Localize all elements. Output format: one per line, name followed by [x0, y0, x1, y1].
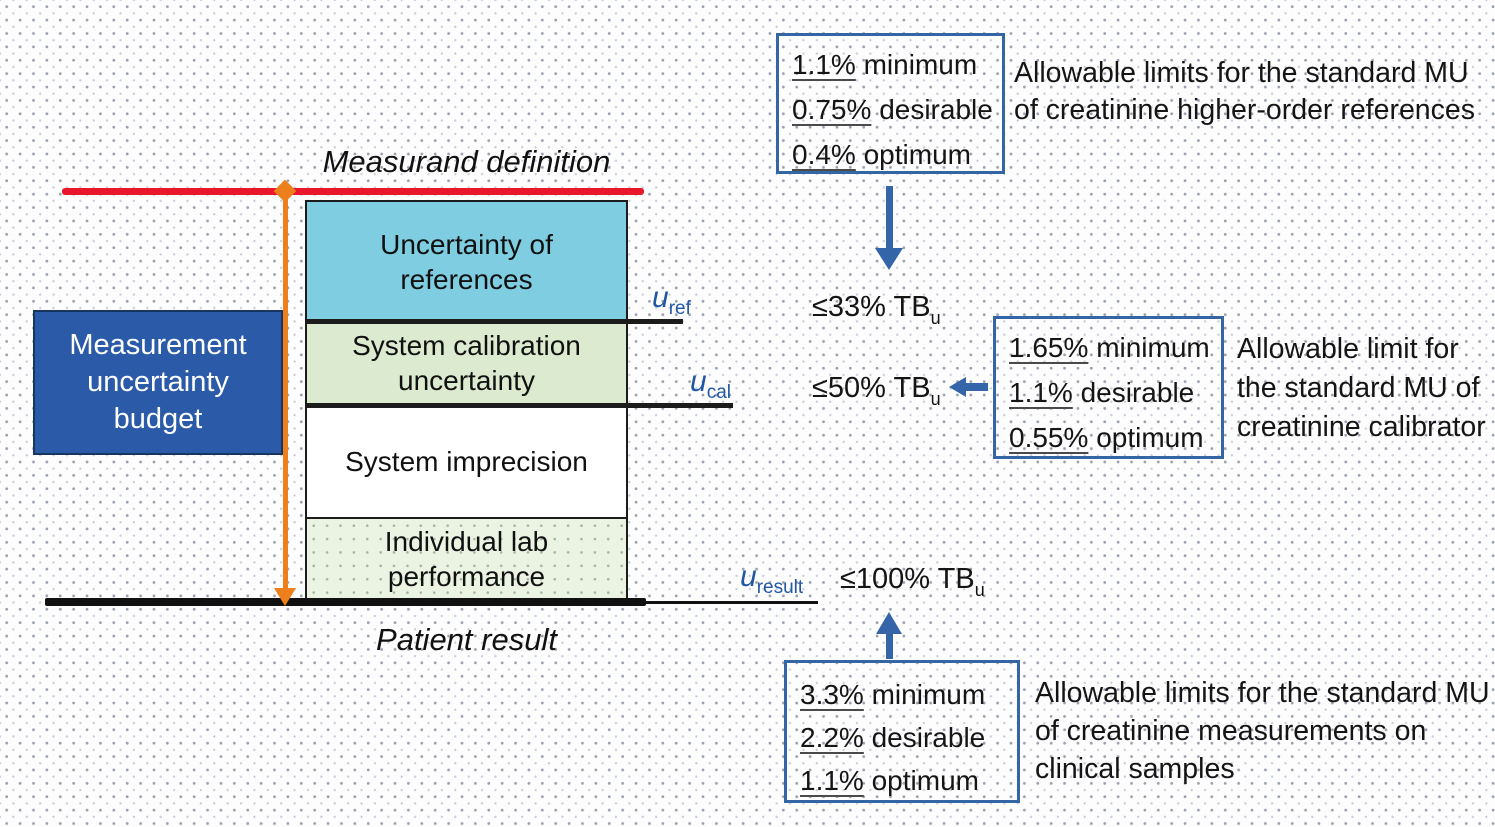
measurand-line	[62, 188, 644, 195]
lab-line-1: Individual lab	[384, 526, 549, 557]
budget-line-2: uncertainty	[87, 366, 229, 398]
budget-span-arrow	[283, 193, 288, 592]
tb-limit-ref: ≤33% TBu	[812, 291, 941, 328]
limit-row: 0.75% desirable	[792, 94, 993, 125]
references-limits-box: 1.1% minimum 0.75% desirable 0.4% optimu…	[776, 33, 1005, 174]
uncertainty-stack: Uncertainty of references System calibra…	[305, 200, 628, 601]
patient-result-line	[45, 598, 646, 606]
references-line-1: Uncertainty of	[380, 228, 553, 260]
calibration-line-2: uncertainty	[398, 365, 535, 396]
budget-line-3: budget	[113, 403, 203, 435]
limit-row: 1.1% minimum	[792, 49, 978, 80]
individual-lab-performance-box: Individual lab performance	[307, 517, 626, 599]
references-annotation: Allowable limits for the standard MU of …	[1014, 57, 1475, 126]
tb-limit-result: ≤100% TBu	[840, 563, 985, 600]
tb-limit-cal: ≤50% TBu	[812, 372, 941, 409]
imprecision-line-1: System imprecision	[345, 445, 588, 477]
calibrator-limits-box: 1.65% minimum 1.1% desirable 0.55% optim…	[993, 316, 1224, 459]
down-arrow	[886, 186, 893, 248]
limit-row: 1.1% optimum	[800, 765, 979, 796]
u-ref-separator-line	[305, 319, 683, 324]
left-arrow	[966, 383, 988, 391]
u-cal-separator-line	[305, 403, 733, 408]
uncertainty-of-references-box: Uncertainty of references	[307, 202, 626, 321]
limit-row: 0.4% optimum	[792, 139, 971, 170]
u-result-separator-line	[646, 601, 818, 604]
budget-span-arrow-down-icon	[274, 588, 296, 606]
samples-annotation: Allowable limits for the standard MU of …	[1035, 677, 1490, 785]
limit-row: 3.3% minimum	[800, 679, 986, 710]
down-arrow-head-icon	[875, 248, 903, 270]
measurement-uncertainty-budget-box: Measurement uncertainty budget	[33, 310, 283, 455]
measurand-definition-label: Measurand definition	[322, 144, 611, 179]
u-cal-label: ucal	[690, 365, 731, 403]
limit-row: 2.2% desirable	[800, 722, 986, 753]
up-arrow-head-icon	[876, 612, 902, 634]
system-imprecision-box: System imprecision	[307, 405, 626, 517]
patient-result-label: Patient result	[376, 622, 557, 657]
left-arrow-head-icon	[949, 377, 966, 397]
budget-line-1: Measurement	[69, 329, 247, 361]
calibrator-annotation: Allowable limit for the standard MU of c…	[1237, 333, 1486, 443]
u-ref-label: uref	[652, 281, 691, 319]
up-arrow	[886, 633, 893, 659]
budget-span-arrow-top-icon	[273, 179, 297, 203]
limit-row: 1.1% desirable	[1009, 377, 1195, 408]
samples-limits-box: 3.3% minimum 2.2% desirable 1.1% optimum	[784, 660, 1020, 803]
system-calibration-uncertainty-box: System calibration uncertainty	[307, 321, 626, 405]
lab-line-2: performance	[387, 561, 546, 592]
references-line-2: references	[400, 263, 533, 295]
calibration-line-1: System calibration	[352, 330, 581, 361]
u-result-label: uresult	[740, 560, 804, 598]
limit-row: 1.65% minimum	[1009, 332, 1210, 363]
limit-row: 0.55% optimum	[1009, 422, 1204, 453]
